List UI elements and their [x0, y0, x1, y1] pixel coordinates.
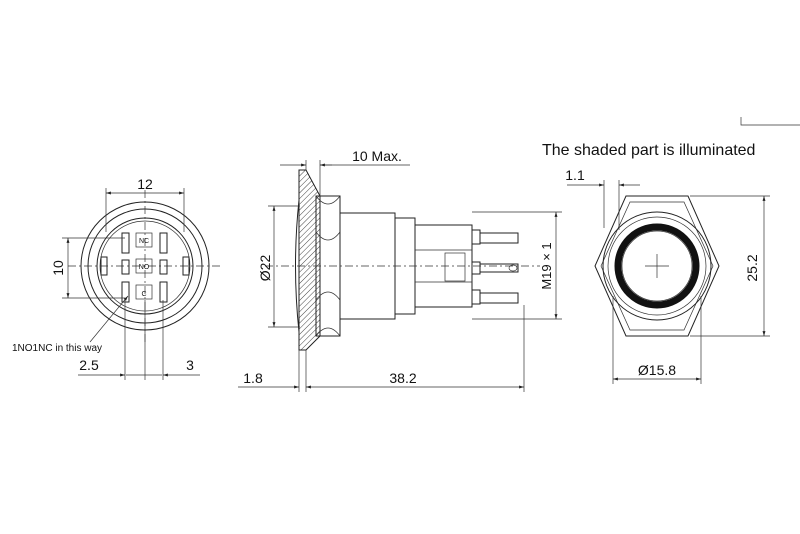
dim-25-2: 25.2 — [744, 254, 760, 281]
illuminated-ring — [614, 223, 700, 309]
pin-label-c: C — [141, 291, 146, 298]
dim-height-10: 10 — [50, 260, 66, 276]
dim-dia-22: Ø22 — [257, 255, 273, 282]
dim-thread-m19: M19 × 1 — [539, 242, 554, 289]
rear-view: 1.1 25.2 Ø15.8 — [565, 167, 770, 384]
dim-1-8: 1.8 — [243, 370, 263, 386]
illumination-note: The shaded part is illuminated — [542, 142, 755, 159]
dim-3: 3 — [186, 357, 194, 373]
dim-dia-15-8: Ø15.8 — [638, 362, 676, 378]
pin-label-nc: NC — [139, 238, 149, 245]
corner-mark — [740, 117, 800, 126]
dim-38-2: 38.2 — [389, 370, 416, 386]
dim-1-1: 1.1 — [565, 167, 585, 183]
contact-callout: 1NO1NC in this way — [12, 343, 102, 354]
dim-10-max: 10 Max. — [352, 148, 402, 164]
dim-width-12: 12 — [137, 176, 153, 192]
front-view: NC NO C 12 10 1NO1NC in this way 2.5 3 — [12, 176, 222, 380]
side-view: 10 Max. Ø22 M19 × 1 1.8 38.2 — [238, 148, 562, 392]
pin-array — [100, 232, 190, 303]
dim-2-5: 2.5 — [79, 357, 99, 373]
pin-label-no: NO — [139, 264, 150, 271]
